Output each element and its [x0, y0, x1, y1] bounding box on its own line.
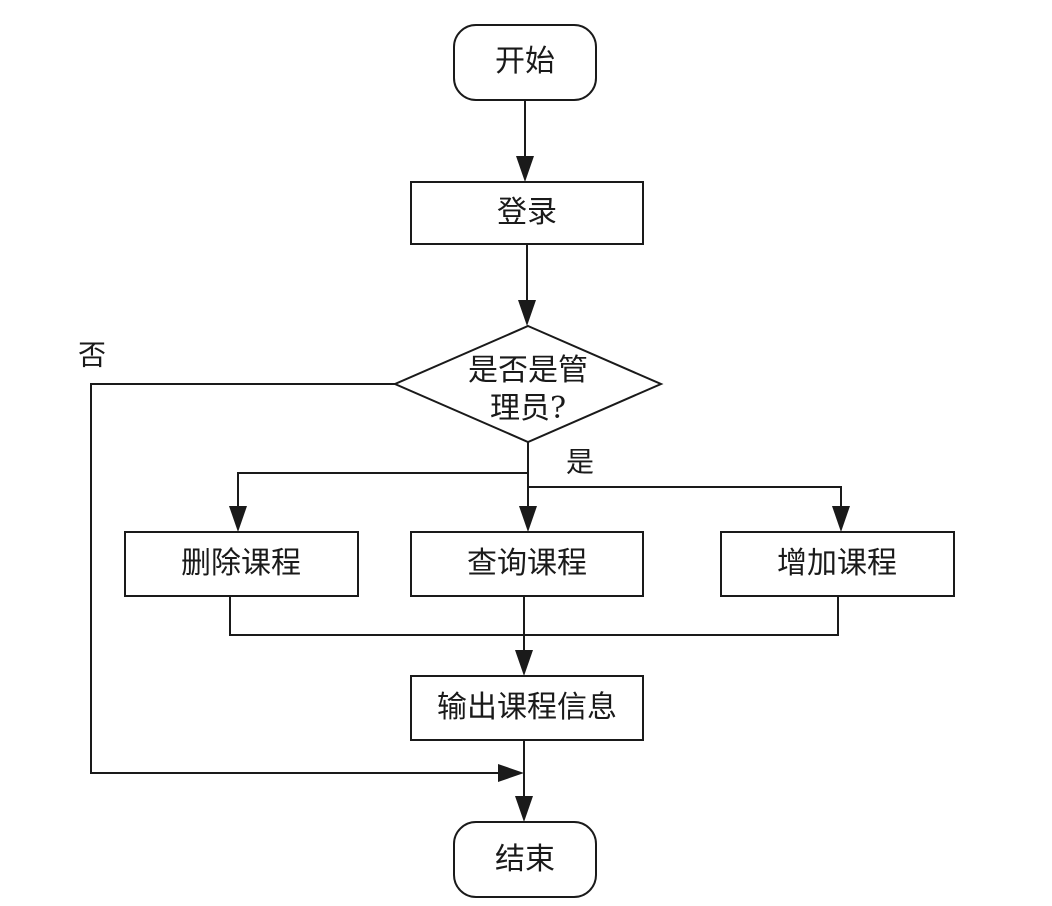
login-node-label: 登录: [497, 195, 557, 230]
arrowhead-to-delete: [229, 506, 247, 532]
output-course-info-node-label: 输出课程信息: [437, 690, 617, 725]
arrowhead-start-to-login: [516, 156, 534, 182]
arrowhead-to-end: [515, 796, 533, 822]
arrowhead-to-add: [832, 506, 850, 532]
query-course-node: 查询课程: [410, 531, 644, 597]
edge-label-yes: 是: [566, 446, 594, 479]
add-course-node-label: 增加课程: [777, 546, 897, 581]
add-course-node: 增加课程: [720, 531, 955, 597]
edge-merge-operations: [229, 596, 839, 636]
end-node-label: 结束: [495, 842, 555, 877]
arrowhead-login-to-decision: [518, 300, 536, 326]
decision-node: 是否是管 理员?: [392, 324, 664, 444]
end-node: 结束: [453, 821, 597, 898]
delete-course-node: 删除课程: [124, 531, 359, 597]
edge-yes-to-delete: [237, 472, 528, 516]
decision-node-label-line1: 是否是管: [468, 353, 588, 388]
start-node: 开始: [453, 24, 597, 101]
delete-course-node-shape: [124, 531, 359, 597]
edge-label-no: 否: [78, 339, 106, 372]
delete-course-node-label: 删除课程: [181, 546, 301, 581]
arrowhead-to-output: [515, 650, 533, 676]
arrowhead-to-query: [519, 506, 537, 532]
arrowhead-no-branch: [498, 764, 524, 782]
end-node-shape: [453, 821, 597, 898]
edge-yes-to-add: [528, 486, 842, 516]
output-course-info-node: 输出课程信息: [410, 675, 644, 741]
decision-node-label-line2: 理员?: [490, 391, 566, 426]
query-course-node-label: 查询课程: [467, 546, 587, 581]
login-node-shape: [410, 181, 644, 245]
start-node-label: 开始: [495, 44, 555, 79]
edge-decision-no-to-end: [90, 383, 508, 774]
query-course-node-shape: [410, 531, 644, 597]
output-course-info-node-shape: [410, 675, 644, 741]
login-node: 登录: [410, 181, 644, 245]
